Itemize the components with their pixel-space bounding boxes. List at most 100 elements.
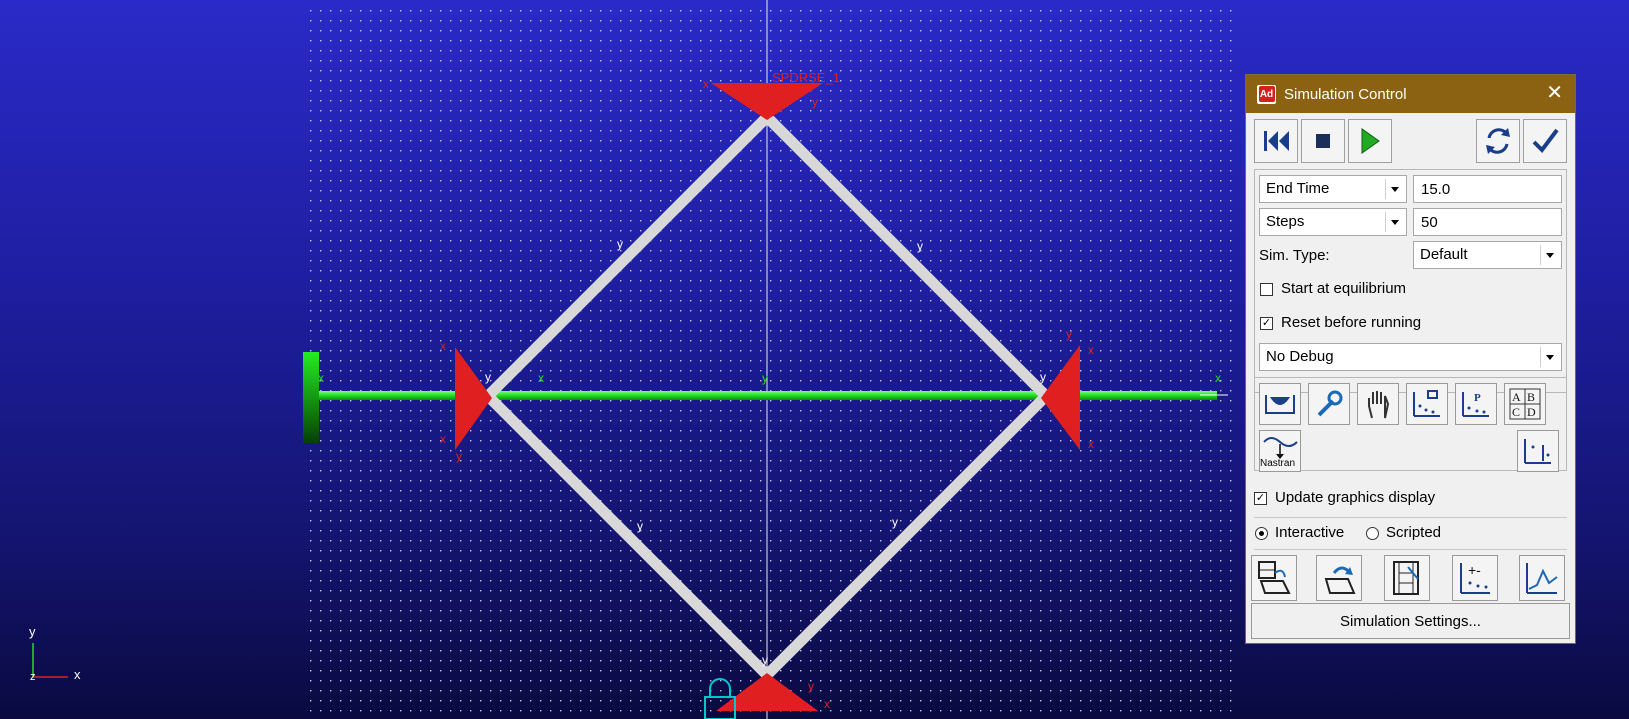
scripted-label: Scripted — [1386, 524, 1442, 541]
svg-text:+-: +- — [1468, 562, 1481, 578]
joint-right — [1041, 345, 1080, 450]
triad-y-1: y — [617, 237, 623, 251]
end-time-dropdown[interactable]: End Time — [1259, 175, 1407, 203]
link-top-right — [763, 113, 1050, 400]
nastran-label: Nastran — [1260, 458, 1296, 469]
plot-marker-button[interactable] — [1406, 383, 1448, 425]
steps-dropdown-label: Steps — [1266, 213, 1305, 230]
svg-text:B: B — [1527, 390, 1535, 404]
interact-hand-button[interactable] — [1357, 383, 1399, 425]
steps-input[interactable]: 50 — [1413, 208, 1562, 236]
end-time-dropdown-label: End Time — [1266, 180, 1330, 197]
start-equilibrium-checkbox[interactable] — [1260, 283, 1273, 296]
sim-type-label: Sim. Type: — [1259, 247, 1330, 264]
play-button[interactable] — [1348, 119, 1392, 163]
plot-parameter-button[interactable]: P — [1455, 383, 1497, 425]
marker-triads: y y y y y y y — [485, 237, 1046, 667]
reload-folder-button[interactable] — [1316, 555, 1362, 601]
reset-before-label: Reset before running — [1281, 314, 1422, 331]
postprocessor-button[interactable] — [1519, 555, 1565, 601]
global-axis-z-label: z — [30, 671, 36, 683]
plot-add-icon: +- — [1460, 562, 1490, 594]
joint-triad-y-3: y — [1066, 327, 1072, 341]
interactive-label: Interactive — [1275, 524, 1345, 541]
sim-type-dropdown[interactable]: Default — [1413, 241, 1562, 269]
nastran-button[interactable] — [1259, 430, 1301, 472]
rewind-icon — [1264, 131, 1289, 151]
shaft-triad-y-1: y — [762, 371, 768, 385]
simulation-settings-button[interactable]: Simulation Settings... — [1251, 603, 1570, 639]
joint-triad-x-4: x — [1088, 343, 1094, 357]
joint-triad-x-3: x — [440, 432, 446, 446]
wrench-button[interactable] — [1308, 383, 1350, 425]
wrench-icon — [1317, 390, 1343, 417]
rewind-button[interactable] — [1254, 119, 1298, 163]
abcd-table-icon: A B C D — [1509, 388, 1541, 420]
tools-group — [1254, 377, 1567, 471]
scripted-radio[interactable] — [1366, 527, 1379, 540]
separator — [1254, 517, 1567, 518]
joint-triad-x-1: x — [703, 77, 709, 91]
abcd-table-button[interactable]: A B C D — [1504, 383, 1546, 425]
measure-button[interactable] — [1259, 383, 1301, 425]
film-folder-icon — [1258, 561, 1291, 594]
hand-icon — [1368, 391, 1390, 419]
steps-dropdown[interactable]: Steps — [1259, 208, 1407, 236]
joint-left — [455, 347, 492, 450]
reset-before-checkbox[interactable]: ✓ — [1260, 317, 1273, 330]
shaft-triads: x x y x — [318, 371, 1221, 385]
sim-type-value: Default — [1420, 246, 1468, 263]
triad-y-5: y — [485, 370, 491, 384]
marker-label: SPDRSE_1 — [772, 70, 840, 85]
triad-y-3: y — [637, 519, 643, 533]
joint-triad-x-5: x — [1088, 437, 1094, 451]
end-time-input[interactable]: 15.0 — [1413, 175, 1562, 203]
load-animation-button[interactable] — [1251, 555, 1297, 601]
ok-button[interactable] — [1523, 119, 1567, 163]
interactive-radio[interactable] — [1255, 527, 1268, 540]
update-graphics-checkbox[interactable]: ✓ — [1254, 492, 1267, 505]
nastran-icon — [1263, 437, 1298, 459]
reset-button[interactable] — [1476, 119, 1520, 163]
joint-triads: x y x x y y x x y x — [440, 77, 1094, 711]
line-chart-icon — [1526, 563, 1558, 594]
ok-check-icon — [1532, 128, 1559, 154]
link-bottom-right — [763, 392, 1050, 679]
adams-app-icon: Ad — [1257, 84, 1276, 104]
global-axis-triad: y x z — [29, 624, 81, 683]
shaft-triad-x-1: x — [318, 371, 324, 385]
dialog-title: Simulation Control — [1284, 85, 1407, 103]
stop-icon — [1316, 134, 1330, 148]
triad-y-6: y — [1040, 370, 1046, 384]
global-axis-x-label: x — [74, 667, 81, 682]
lock-icon — [704, 678, 736, 719]
save-animation-button[interactable] — [1384, 555, 1430, 601]
joint-triad-y-4: y — [808, 679, 814, 693]
plot-add-button[interactable]: +- — [1452, 555, 1498, 601]
update-graphics-label: Update graphics display — [1275, 489, 1436, 506]
chevron-down-icon — [1540, 347, 1559, 367]
joint-triad-y-1: y — [812, 95, 818, 109]
chevron-down-icon — [1540, 245, 1559, 265]
dialog-titlebar[interactable]: Ad Simulation Control ✕ — [1246, 75, 1575, 113]
joint-triad-y-2: y — [456, 449, 462, 463]
svg-text:P: P — [1474, 392, 1481, 404]
debug-dropdown[interactable]: No Debug — [1259, 343, 1562, 371]
triad-y-4: y — [892, 515, 898, 529]
plot-tracking-button[interactable] — [1517, 430, 1559, 472]
link-bottom-left — [484, 392, 771, 679]
joint-top — [711, 83, 823, 120]
stop-button[interactable] — [1301, 119, 1345, 163]
triad-y-7: y — [762, 653, 768, 667]
separator — [1254, 549, 1567, 550]
film-strip-icon — [1393, 561, 1419, 595]
chevron-down-icon — [1385, 179, 1404, 199]
ground-flange — [303, 352, 319, 443]
folder-arrow-icon — [1324, 566, 1356, 594]
shaft-triad-x-3: x — [1215, 371, 1221, 385]
close-button[interactable]: ✕ — [1546, 82, 1563, 104]
svg-text:C: C — [1512, 405, 1520, 419]
plot-tracking-icon — [1524, 439, 1551, 464]
